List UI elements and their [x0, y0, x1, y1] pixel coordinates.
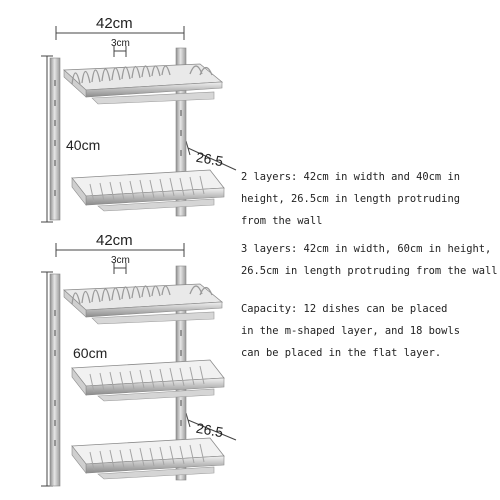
three-layer-description: 3 layers: 42cm in width, 60cm in height,… [241, 243, 498, 277]
dish-shelf [63, 283, 224, 325]
two-layer-rack [41, 26, 237, 223]
width-dimension-line [55, 243, 185, 257]
depth-dimension-line [185, 412, 237, 441]
capacity-description: Capacity: 12 dishes can be placed in the… [241, 303, 460, 359]
top-depth-label: 26.5 [194, 148, 225, 170]
depth-dimension-line [185, 140, 237, 171]
bottom-gap-label: 3cm [111, 255, 130, 266]
gap-dimension-line [113, 263, 127, 274]
top-height-label: 40cm [66, 137, 101, 153]
wall-rail-left [49, 273, 61, 487]
width-dimension-line [55, 26, 185, 40]
wall-rail-left [49, 57, 61, 221]
bottom-width-label: 42cm [96, 232, 133, 249]
bowl-shelf [71, 169, 225, 212]
bottom-depth-label: 26.5 [194, 419, 225, 441]
bowl-shelf-bottom [71, 437, 225, 480]
three-layer-rack [41, 243, 237, 487]
height-dimension-line [41, 55, 53, 223]
top-gap-label: 3cm [111, 38, 130, 49]
gap-dimension-line [113, 46, 127, 57]
dish-shelf [63, 63, 224, 105]
top-width-label: 42cm [96, 15, 133, 32]
bottom-height-label: 60cm [73, 345, 108, 361]
bowl-shelf-middle [71, 359, 225, 402]
two-layer-description: 2 layers: 42cm in width and 40cm in heig… [241, 171, 460, 227]
